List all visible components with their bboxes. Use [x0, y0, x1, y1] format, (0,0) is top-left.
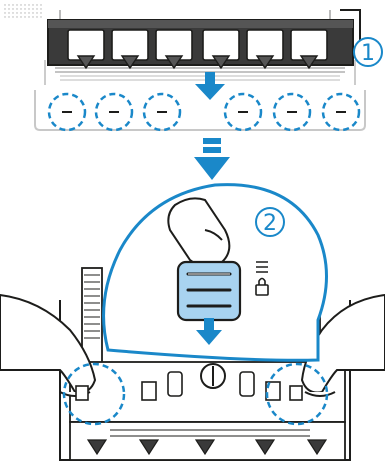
step-2-number: 2: [263, 211, 277, 236]
step-transition-arrow-icon: [194, 138, 230, 180]
step2-robot-diagram: 2: [0, 185, 385, 460]
step-1-number: 1: [361, 41, 375, 66]
clip-highlight-circles: [49, 94, 359, 130]
step1-tray-diagram: 1: [2, 2, 382, 130]
hand-left: [0, 295, 95, 396]
lock-release-button: [178, 262, 240, 320]
